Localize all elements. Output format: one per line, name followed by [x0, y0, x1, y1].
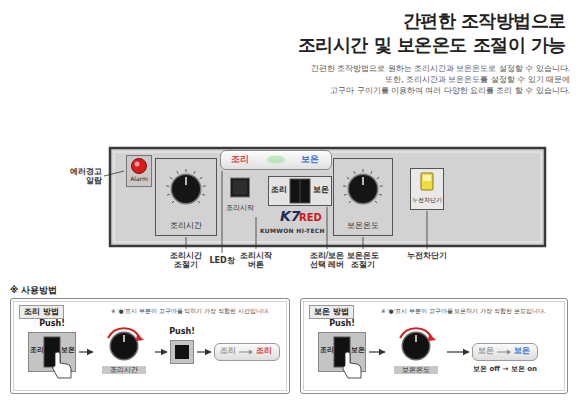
lever-text: 보온 — [351, 347, 365, 355]
led-text: 보온 — [301, 155, 319, 164]
led-text: 보온 — [478, 347, 494, 355]
breaker: 누전차단기 — [410, 168, 444, 210]
led-text: 조리 — [256, 347, 272, 355]
callout-label: 조리시작 버튼 — [237, 251, 275, 269]
flow-arrow — [79, 351, 93, 352]
callout-label: 누전차단기 — [397, 251, 457, 260]
lever-text: 보온 — [61, 347, 75, 355]
lever-step: Push!조리보온 — [318, 332, 366, 372]
dial-label: 보온온도 — [394, 366, 438, 374]
callout-label: 에러경고 알람 — [60, 167, 102, 185]
usage-box: 보온 방법 ※ '●'표시 부분이 고구마를 보온하기 가장 적합한 온도입니다.… — [300, 298, 568, 394]
leader-lines — [104, 171, 427, 253]
leader-line — [327, 207, 328, 249]
flow-arrow — [155, 351, 167, 352]
button-label: 조리시작 — [225, 205, 255, 213]
leader-line — [222, 171, 223, 253]
lever-text: 보온 — [313, 186, 329, 195]
brand-name: KUMWON HI-TECH — [260, 228, 325, 234]
flow-arrow — [197, 351, 211, 352]
start-button: 조리시작 — [225, 176, 255, 216]
callout-label: 조리/보온 선택 레버 — [305, 251, 349, 269]
lever-step: Push!조리보온 — [28, 332, 76, 372]
callout-label: LED창 — [204, 256, 240, 265]
description-line: 간편한 조작방법으로 원하는 조리시간과 보온온도로 설정할 수 있습니다. — [311, 64, 570, 74]
leader-line — [186, 237, 187, 249]
leader-line — [427, 211, 428, 249]
flow-arrow — [447, 351, 469, 352]
led-step: 보온보온보온 off → 보온 on — [472, 343, 538, 361]
dial-label: 조리시간 — [102, 366, 146, 374]
button-step: Push! — [170, 340, 194, 364]
panel-plate — [110, 148, 545, 246]
lever-text: 조리 — [320, 347, 334, 355]
flow-arrow — [369, 351, 385, 352]
lever-text: 조리 — [30, 347, 44, 355]
page-title: 간편한 조작방법으로 — [403, 10, 566, 32]
section-label: ※ 사용방법 — [10, 285, 57, 297]
led-caption: 보온 off → 보온 on — [462, 365, 548, 373]
usage-note: ※ '●'표시 부분이 고구마를 익히기 가장 적합한 시간입니다. — [111, 308, 269, 314]
description-line: 고구마 구이기를 이용하여 여러 다양한 요리를 조리 할 수 있습니다. — [330, 86, 570, 96]
led-text: 조리 — [220, 347, 236, 355]
led-window: 조리 보온 — [220, 150, 332, 170]
model-logo: K7 — [280, 209, 301, 223]
usage-heading: 보온 방법 — [309, 305, 354, 319]
dial-step: 보온온도 — [388, 326, 444, 378]
push-label: Push! — [162, 327, 202, 336]
led-text: 보온 — [514, 347, 530, 355]
lever-text: 조리 — [271, 186, 287, 195]
description-line: 또한, 조리시간과 보온온도를 설정할 수 있기 때문에 — [385, 75, 570, 85]
led-text: 조리 — [231, 155, 249, 164]
led-step: 조리 조리 — [214, 343, 280, 361]
warm-temp-dial: 보온온도 — [333, 158, 393, 236]
part-illustration — [171, 341, 193, 363]
mode-lever: 조리 보온 — [268, 176, 332, 206]
callout-label: 보온온도 조절기 — [344, 251, 382, 269]
heading-line: 조리시간 및 보온온도 조절이 가능 — [298, 34, 566, 56]
breaker-label: 누전차단기 — [411, 197, 443, 203]
dial-label: 조리시간 — [156, 221, 216, 230]
alarm-lamp: Alarm — [126, 155, 152, 187]
control-panel: KUMWON HI-TECHK7REDAlarm조리시간조리시작조리보온조리보온… — [110, 148, 545, 246]
push-label: Push! — [28, 319, 76, 328]
usage-heading: 조리 방법 — [19, 305, 64, 319]
dial-label: 보온온도 — [334, 221, 392, 230]
leader-line — [363, 237, 364, 249]
cook-time-dial: 조리시간 — [155, 158, 217, 236]
leader-line — [256, 217, 257, 249]
leader-line — [104, 171, 124, 176]
lamp-label: Alarm — [127, 176, 151, 182]
usage-note: ※ '●'표시 부분이 고구마를 보온하기 가장 적합한 온도입니다. — [381, 308, 545, 314]
dial-step: 조리시간 — [96, 326, 152, 378]
push-label: Push! — [318, 319, 366, 328]
callout-label: 조리시간 조절기 — [167, 251, 205, 269]
model-logo: RED — [299, 213, 322, 223]
usage-box: 조리 방법 ※ '●'표시 부분이 고구마를 익히기 가장 적합한 시간입니다. P… — [10, 298, 290, 394]
